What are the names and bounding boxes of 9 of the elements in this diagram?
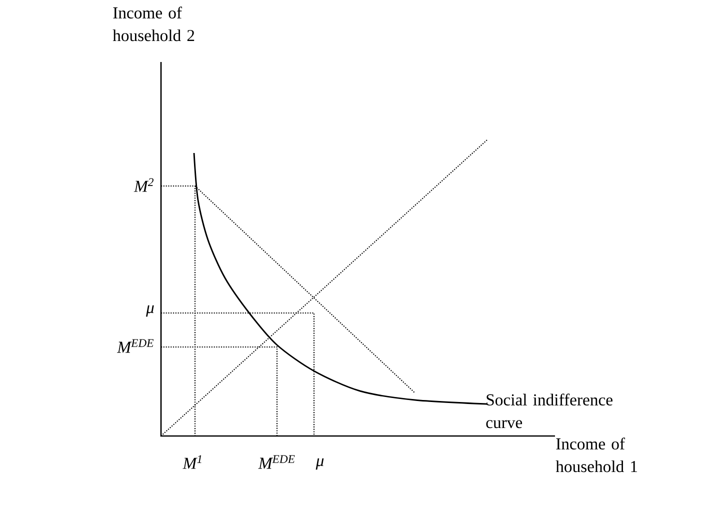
tick-label: M$^{EDE}$ — [117, 339, 154, 353]
curve-label: Social indifference curve — [486, 394, 612, 428]
axis-label: Income of household 1 — [556, 438, 638, 472]
axis-label: Income of household 2 — [112, 6, 194, 42]
tick-label: μ — [316, 458, 324, 470]
tick-label: μ — [146, 305, 154, 317]
tick-label: M$^{1}$ — [182, 455, 202, 469]
tick-label: M$^{EDE}$ — [258, 455, 295, 469]
tick-label: M$^{2}$ — [134, 178, 154, 192]
